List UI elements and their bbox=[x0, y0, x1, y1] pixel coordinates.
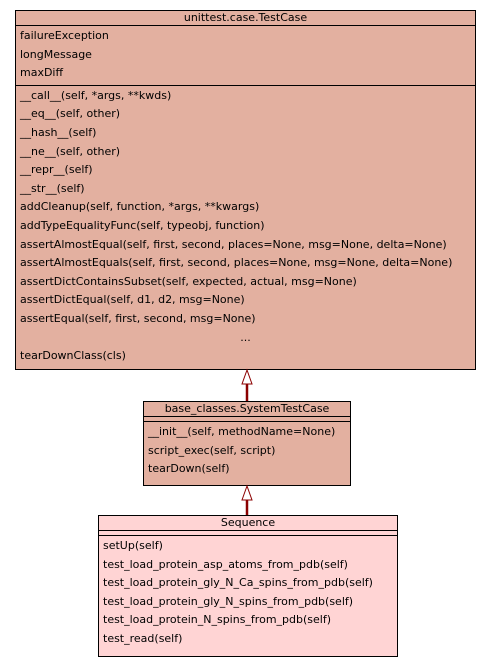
class-name-testcase: unittest.case.TestCase bbox=[16, 11, 475, 26]
method-item: test_load_protein_N_spins_from_pdb(self) bbox=[103, 613, 331, 627]
class-box-systemtestcase[interactable]: base_classes.SystemTestCase __init__(sel… bbox=[143, 401, 351, 486]
method-item: assertDictEqual(self, d1, d2, msg=None) bbox=[20, 293, 245, 307]
method-item: addCleanup(self, function, *args, **kwar… bbox=[20, 200, 260, 214]
methods-ellipsis: ... bbox=[240, 330, 251, 344]
method-item: __repr__(self) bbox=[20, 163, 93, 177]
method-item: tearDownClass(cls) bbox=[20, 349, 126, 363]
class-name-sequence: Sequence bbox=[99, 516, 397, 531]
inheritance-arrowhead-testcase bbox=[241, 368, 253, 385]
method-item: assertAlmostEqual(self, first, second, p… bbox=[20, 237, 447, 251]
attribute-item: longMessage bbox=[20, 47, 92, 61]
method-item: test_read(self) bbox=[103, 631, 183, 645]
method-item: test_load_protein_gly_N_Ca_spins_from_pd… bbox=[103, 576, 373, 590]
class-box-sequence[interactable]: Sequence setUp(self) test_load_protein_a… bbox=[98, 515, 398, 657]
methods-section-testcase: __call__(self, *args, **kwds) __eq__(sel… bbox=[16, 86, 475, 368]
attributes-section-testcase: failureException longMessage maxDiff bbox=[16, 26, 475, 86]
method-item: __eq__(self, other) bbox=[20, 107, 121, 121]
method-item: tearDown(self) bbox=[148, 462, 230, 476]
method-item: __ne__(self, other) bbox=[20, 144, 121, 158]
inheritance-arrowhead-systemtestcase bbox=[241, 484, 253, 501]
method-item: test_load_protein_gly_N_spins_from_pdb(s… bbox=[103, 594, 354, 608]
method-item: __str__(self) bbox=[20, 181, 85, 195]
method-item: addTypeEqualityFunc(self, typeobj, funct… bbox=[20, 218, 265, 232]
methods-section-sequence: setUp(self) test_load_protein_asp_atoms_… bbox=[99, 536, 397, 651]
attributes-section-sequence bbox=[99, 531, 397, 536]
method-item: setUp(self) bbox=[103, 539, 163, 552]
method-item: __init__(self, methodName=None) bbox=[148, 425, 336, 438]
attributes-section-systemtestcase bbox=[144, 417, 350, 422]
attribute-item: maxDiff bbox=[20, 66, 64, 80]
method-item: test_load_protein_asp_atoms_from_pdb(sel… bbox=[103, 557, 348, 571]
attribute-item: failureException bbox=[20, 29, 109, 42]
class-box-testcase[interactable]: unittest.case.TestCase failureException … bbox=[15, 10, 476, 370]
class-name-systemtestcase: base_classes.SystemTestCase bbox=[144, 402, 350, 417]
method-item: __hash__(self) bbox=[20, 125, 97, 139]
method-item: __call__(self, *args, **kwds) bbox=[20, 88, 172, 102]
method-item: assertEqual(self, first, second, msg=Non… bbox=[20, 311, 256, 325]
method-item: assertAlmostEquals(self, first, second, … bbox=[20, 256, 453, 270]
methods-section-systemtestcase: __init__(self, methodName=None) script_e… bbox=[144, 422, 350, 481]
method-item: script_exec(self, script) bbox=[148, 443, 276, 457]
method-item: assertDictContainsSubset(self, expected,… bbox=[20, 274, 357, 288]
